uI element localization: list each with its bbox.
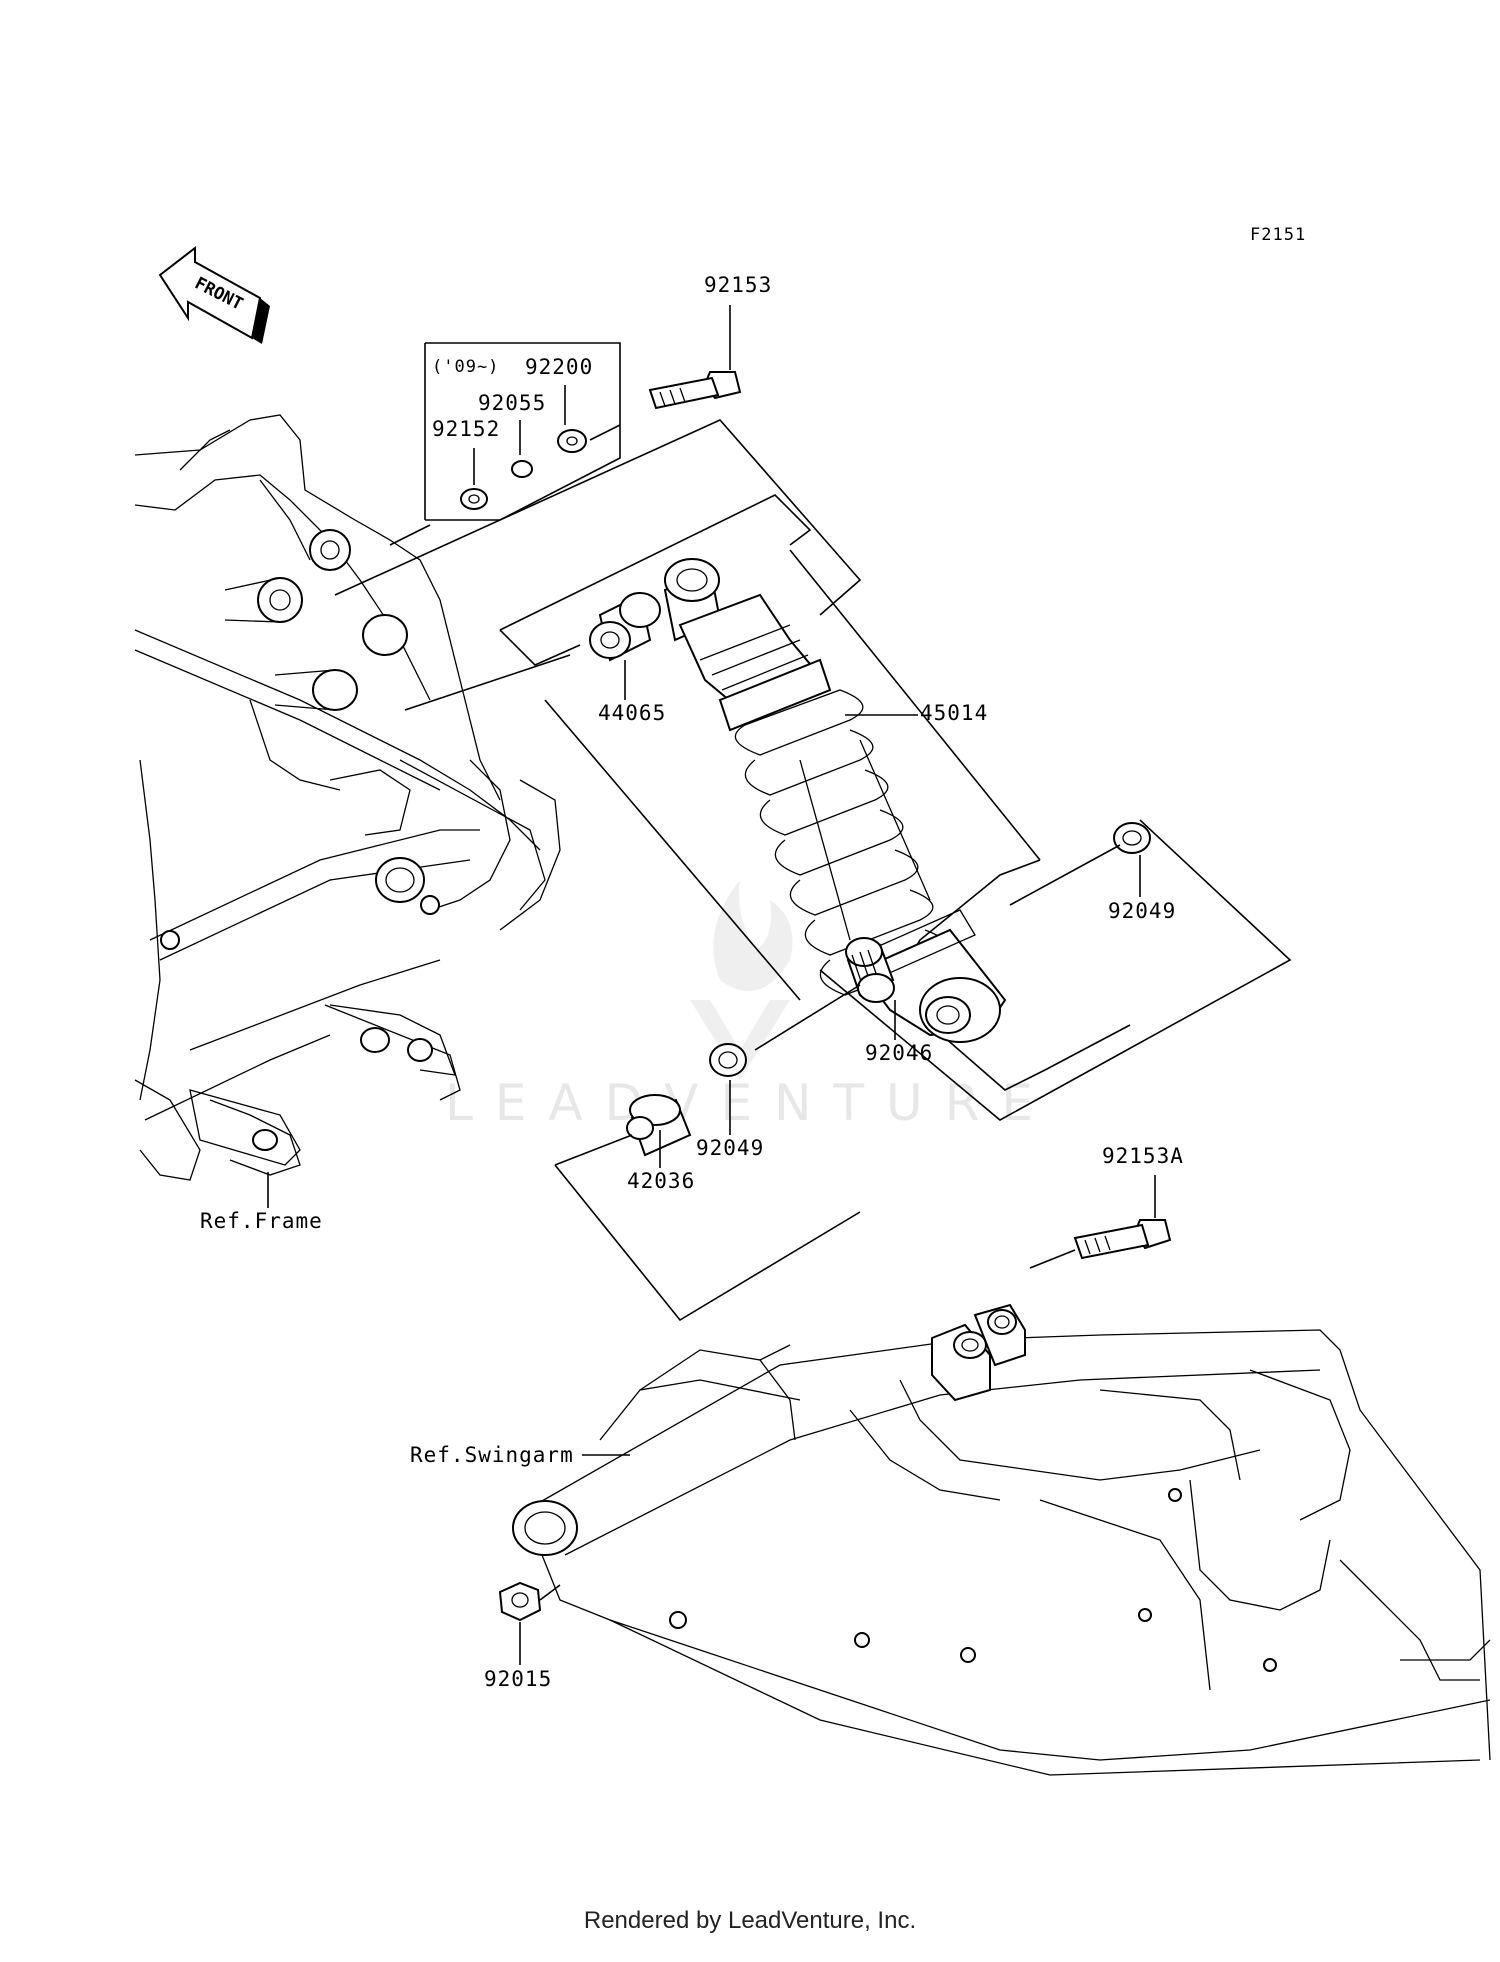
label-92153: 92153	[704, 273, 772, 297]
label-92055: 92055	[478, 391, 546, 415]
nut-92015	[498, 1581, 542, 1622]
label-92049-upper: 92049	[1108, 899, 1176, 923]
bolt-92153a	[1073, 1219, 1172, 1260]
bolt-92153	[648, 371, 742, 410]
label-92046: 92046	[865, 1041, 933, 1065]
front-arrow-icon: FRONT	[158, 245, 270, 344]
label-44065: 44065	[598, 701, 666, 725]
label-45014: 45014	[920, 701, 988, 725]
year-bracket	[424, 342, 621, 521]
assembly-bracket-inner	[499, 494, 812, 631]
collar-92049-upper	[1113, 822, 1151, 854]
assembly-bracket-outer	[334, 419, 862, 616]
washer-92200	[557, 429, 587, 453]
ref-frame-label: Ref.Frame	[200, 1209, 323, 1233]
collar-92049-lower	[709, 1043, 747, 1077]
lower-bracket-left	[554, 1164, 861, 1322]
label-92153a: 92153A	[1102, 1144, 1184, 1168]
shock-absorber-45014	[663, 558, 1007, 1043]
footer-credit: Rendered by LeadVenture, Inc.	[584, 1907, 916, 1934]
label-92200: 92200	[525, 355, 593, 379]
year-note: ('09~)	[432, 357, 499, 377]
bearing-92046	[845, 937, 895, 1003]
label-92049-lower: 92049	[696, 1136, 764, 1160]
bushing-44065	[589, 592, 661, 662]
sleeve-42036	[626, 1094, 692, 1157]
label-92015: 92015	[484, 1667, 552, 1691]
lower-bracket-outer	[819, 819, 1292, 1121]
diagram-code: F2151	[1250, 225, 1306, 245]
watermark: LEADVENTURE	[445, 880, 1055, 1132]
label-92152: 92152	[432, 417, 500, 441]
frame-drawing	[134, 414, 561, 1181]
ref-swingarm-label: Ref.Swingarm	[410, 1443, 574, 1467]
o-ring-92055	[511, 460, 533, 478]
label-42036: 42036	[627, 1169, 695, 1193]
swingarm-drawing	[512, 1303, 1491, 1776]
nut-92152	[460, 488, 488, 510]
watermark-text: LEADVENTURE	[445, 1074, 1055, 1132]
